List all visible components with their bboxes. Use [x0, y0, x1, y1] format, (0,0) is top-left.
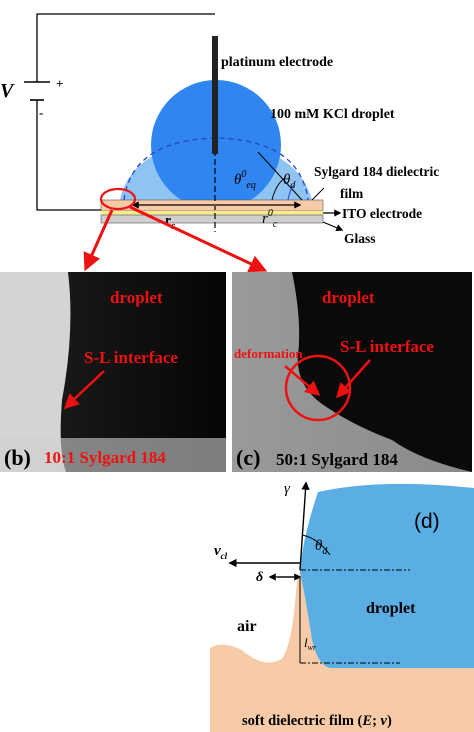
panel-d-tag-bg: [403, 496, 473, 546]
panel-c-deformation-label: deformation: [234, 346, 303, 361]
glass-pointer: [322, 221, 344, 232]
voltage-source-icon: [24, 81, 50, 101]
gamma-label: γ: [284, 481, 291, 497]
panel-c-interface-label: S-L interface: [340, 337, 434, 356]
panel-b-caption: 10:1 Sylgard 184: [44, 448, 166, 467]
zoom-arrow-right: [129, 205, 268, 273]
film-label-d: soft dielectric film (E; ν): [242, 713, 392, 729]
theta-d-label: θd: [283, 172, 296, 191]
delta-label: δ: [256, 570, 263, 585]
panel-c-deformation-arrow: [284, 365, 321, 396]
soft-film-region: [210, 572, 474, 732]
droplet-conc-label: 100 mM KCl droplet: [270, 107, 395, 122]
panel-c-tag: (c): [236, 445, 260, 470]
panel-b-tag: (b): [4, 445, 31, 470]
panel-b-caption-bg: [0, 438, 226, 472]
film-pointer: [311, 187, 325, 201]
film-label-line1: Sylgard 184 dielectric: [314, 164, 439, 179]
zoom-circle: [99, 187, 137, 211]
theta-eq-label: θ0eq: [234, 169, 256, 191]
panel-d: (d) γ θd vcl δ air droplet lwr soft diel…: [210, 481, 474, 732]
glass-label: Glass: [344, 231, 376, 246]
panel-c-caption: 50:1 Sylgard 184: [276, 450, 398, 469]
plus-sign: +: [56, 76, 63, 91]
circuit-wires: [36, 13, 215, 211]
panel-a: V + - θ0eq θd rc r0c platinu: [0, 13, 439, 273]
droplet-dashed-outline: [123, 137, 309, 201]
electrode-label: platinum electrode: [221, 55, 333, 70]
ito-layer: [101, 211, 323, 215]
film-label-line2: film: [340, 186, 364, 201]
panel-c-interface-arrow: [336, 359, 371, 399]
minus-sign: -: [39, 105, 43, 120]
panel-d-tag: (d): [414, 510, 440, 533]
gamma-arrow: [299, 481, 310, 571]
vcl-label: vcl: [214, 543, 228, 561]
panel-b-interface-label: S-L interface: [84, 348, 178, 367]
panel-c-droplet-label: droplet: [322, 288, 375, 307]
glass-substrate: [100, 214, 324, 224]
voltage-label: V: [0, 80, 15, 102]
platinum-electrode-icon: [212, 36, 218, 154]
zoom-arrow-left: [83, 209, 114, 272]
air-label: air: [237, 618, 257, 635]
panel-b-interface-arrow: [63, 370, 105, 410]
tangent-line: [257, 151, 303, 201]
panel-b: droplet S-L interface (b) 10:1 Sylgard 1…: [0, 272, 226, 472]
panel-c: droplet S-L interface deformation (c) 50…: [232, 272, 472, 472]
r0c-label: r0c: [262, 208, 278, 230]
droplet-label-d: droplet: [366, 600, 416, 617]
theta-d-label-d: θd: [315, 538, 328, 557]
theta-d-arc: [287, 184, 295, 201]
lwr-label: lwr: [304, 635, 317, 652]
theta-eq-arc: [271, 177, 286, 201]
theta-d-arc-d: [301, 534, 331, 556]
ito-label: ITO electrode: [342, 206, 422, 221]
panel-b-droplet-label: droplet: [110, 288, 163, 307]
